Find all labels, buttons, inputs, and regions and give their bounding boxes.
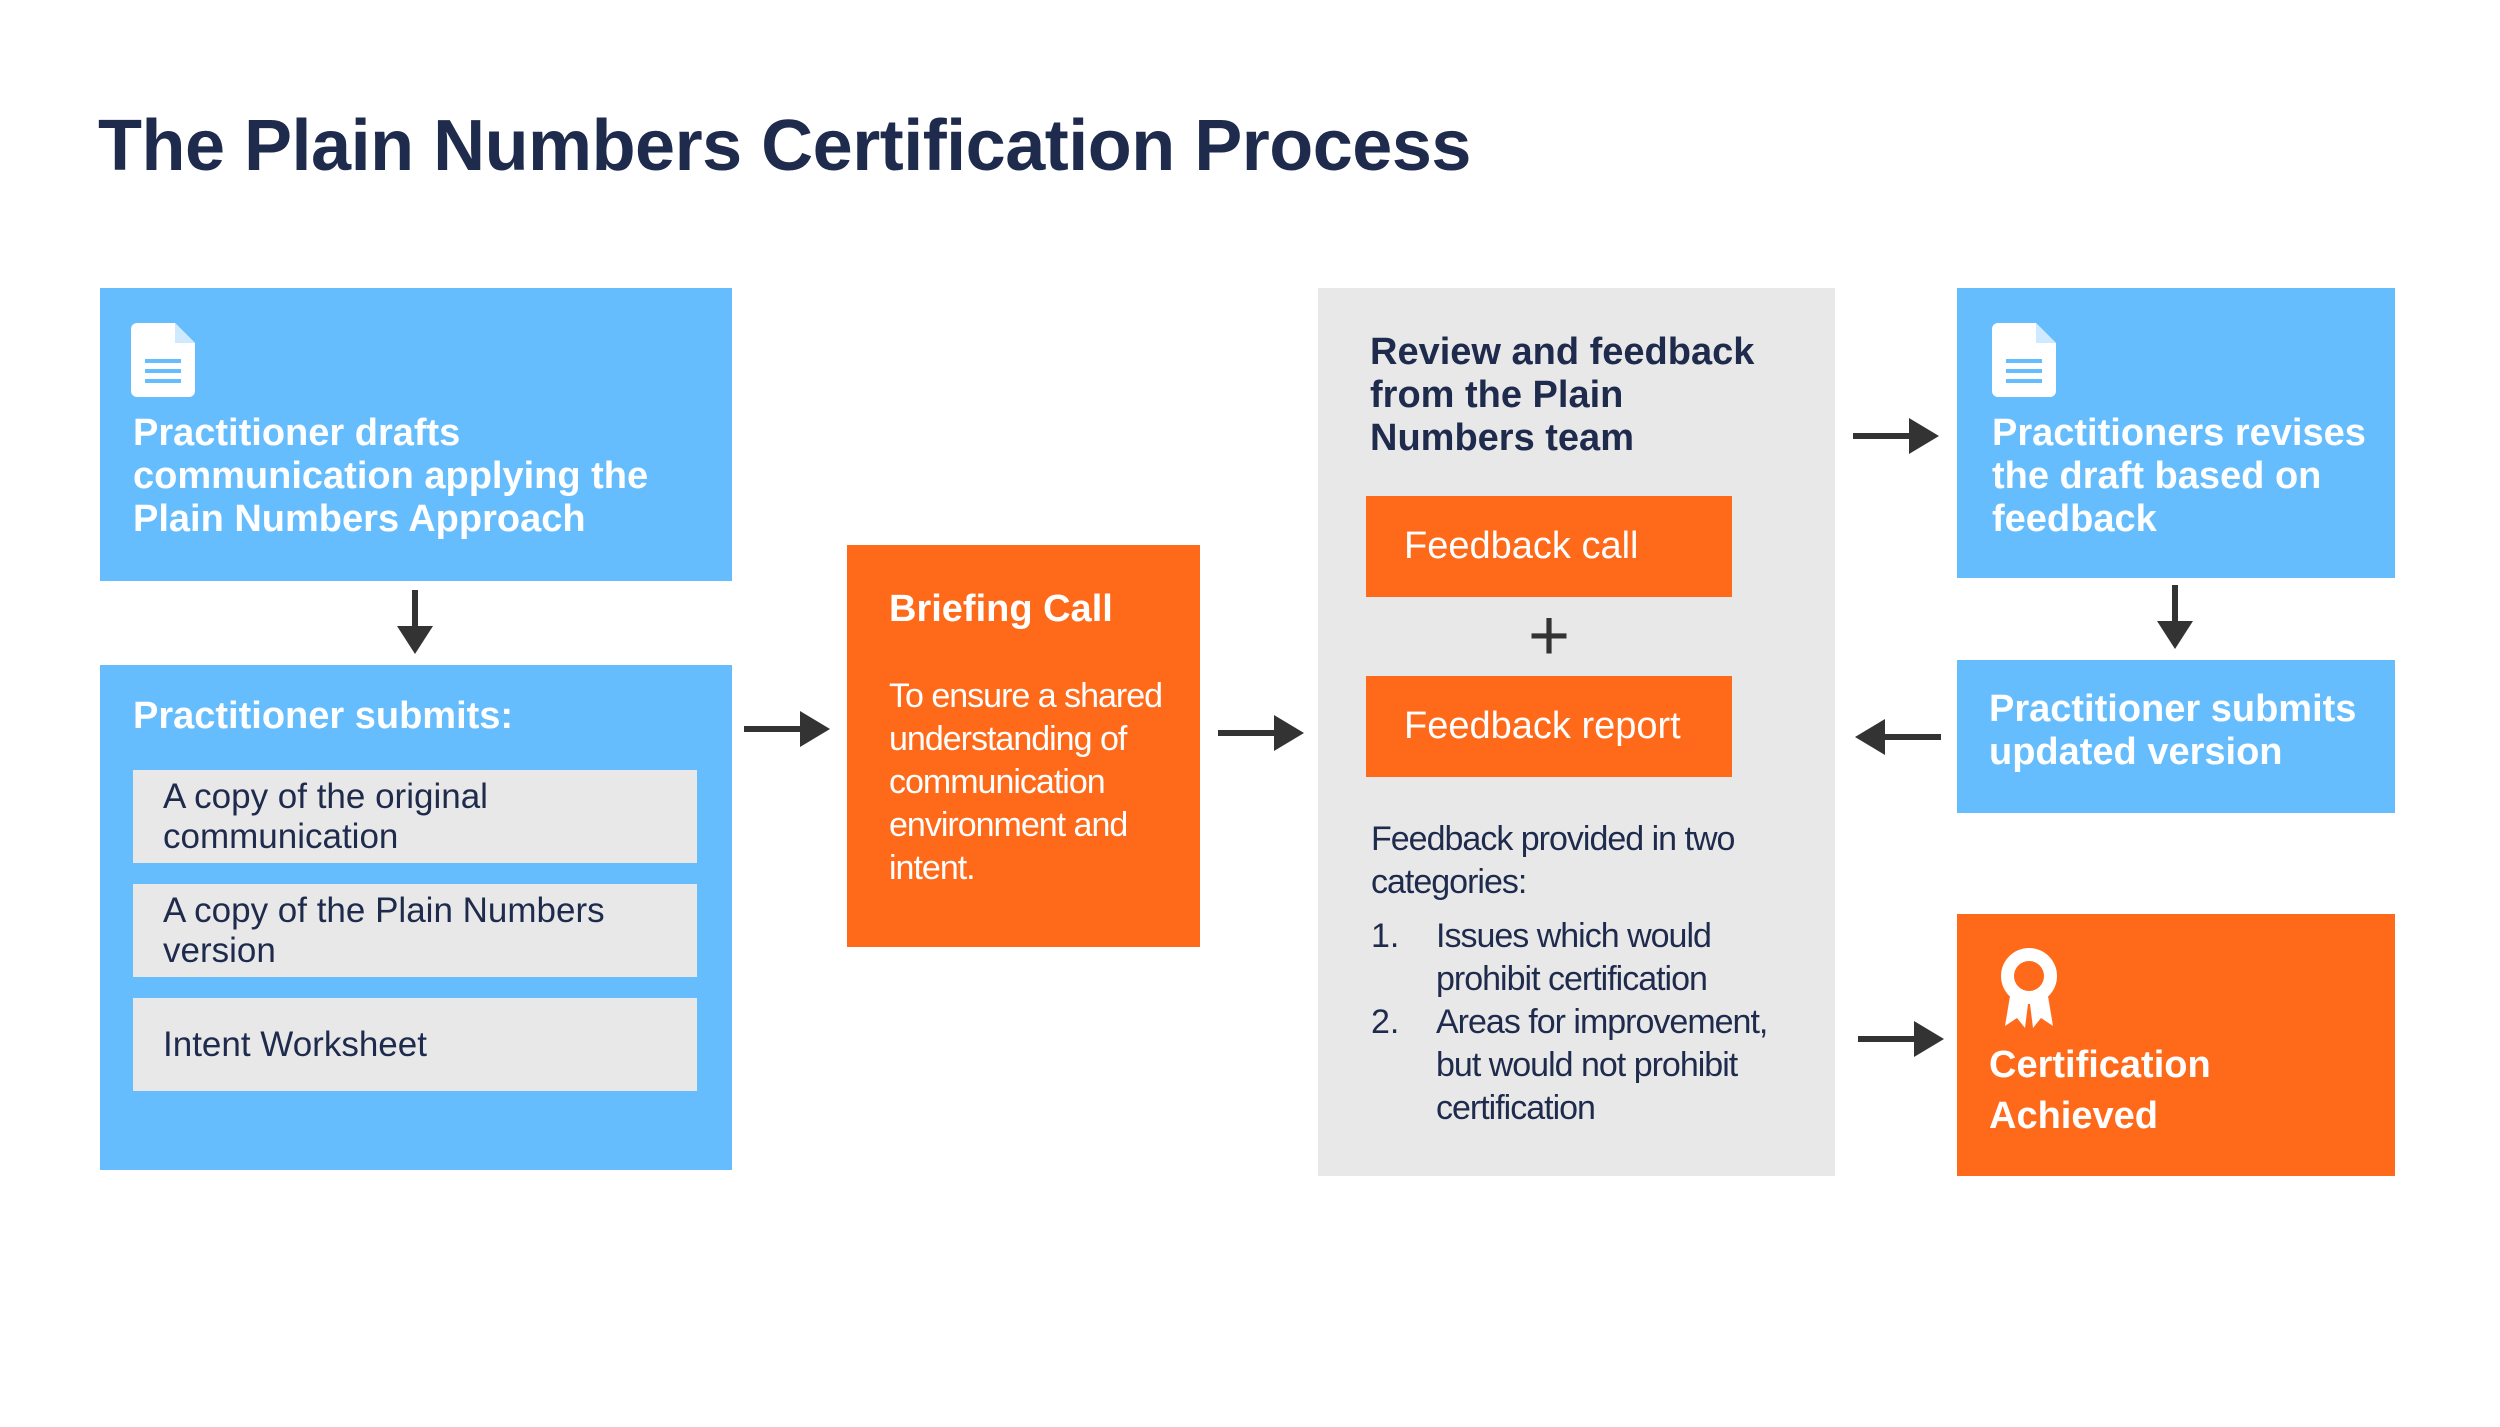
arrow-right-icon [1858,1021,1944,1057]
feedback-category-text: Areas for improvement, but would not pro… [1436,1003,1768,1127]
arrow-right-icon [744,711,830,747]
review-box: Review and feedback from the Plain Numbe… [1318,288,1835,1176]
briefing-call-text: To ensure a shared understanding of comm… [889,677,1163,887]
submission-item: A copy of the original communication [133,770,697,863]
briefing-call-box: Briefing Call To ensure a shared underst… [847,545,1200,947]
page-title: The Plain Numbers Certification Process [98,106,1471,186]
arrow-right-icon [1218,715,1304,751]
step-drafts-box: Practitioner drafts communication applyi… [100,288,732,581]
certification-text: Certification Achieved [1989,1044,2211,1137]
feedback-categories-intro: Feedback provided in two categories: [1371,820,1735,901]
document-icon [1992,323,2056,397]
certification-box: Certification Achieved [1957,914,2395,1176]
document-icon [131,323,195,397]
feedback-category-text: Issues which would prohibit certificatio… [1436,917,1712,998]
feedback-report: Feedback report [1366,676,1732,777]
arrow-left-icon [1855,719,1941,755]
arrow-right-icon [1853,418,1939,454]
feedback-category-number: 1. [1371,917,1400,955]
briefing-call-heading: Briefing Call [889,588,1113,630]
submission-item: Intent Worksheet [133,998,697,1091]
submission-item: A copy of the Plain Numbers version [133,884,697,977]
step-resubmit-text: Practitioner submits updated version [1989,688,2357,773]
step-drafts-text: Practitioner drafts communication applyi… [133,412,649,540]
arrow-down-icon [2157,585,2193,649]
step-revise-text: Practitioners revises the draft based on… [1992,412,2366,540]
award-ribbon-icon [2001,948,2057,1028]
step-submits-heading: Practitioner submits: [133,695,514,737]
plus-icon: + [1527,596,1571,676]
step-revise-box: Practitioners revises the draft based on… [1957,288,2395,578]
arrow-down-icon [397,590,433,654]
step-resubmit-box: Practitioner submits updated version [1957,660,2395,813]
feedback-category-number: 2. [1371,1003,1400,1041]
step-submits-box: Practitioner submits: A copy of the orig… [100,665,732,1170]
feedback-call: Feedback call [1366,496,1732,597]
review-heading: Review and feedback from the Plain Numbe… [1370,331,1755,459]
